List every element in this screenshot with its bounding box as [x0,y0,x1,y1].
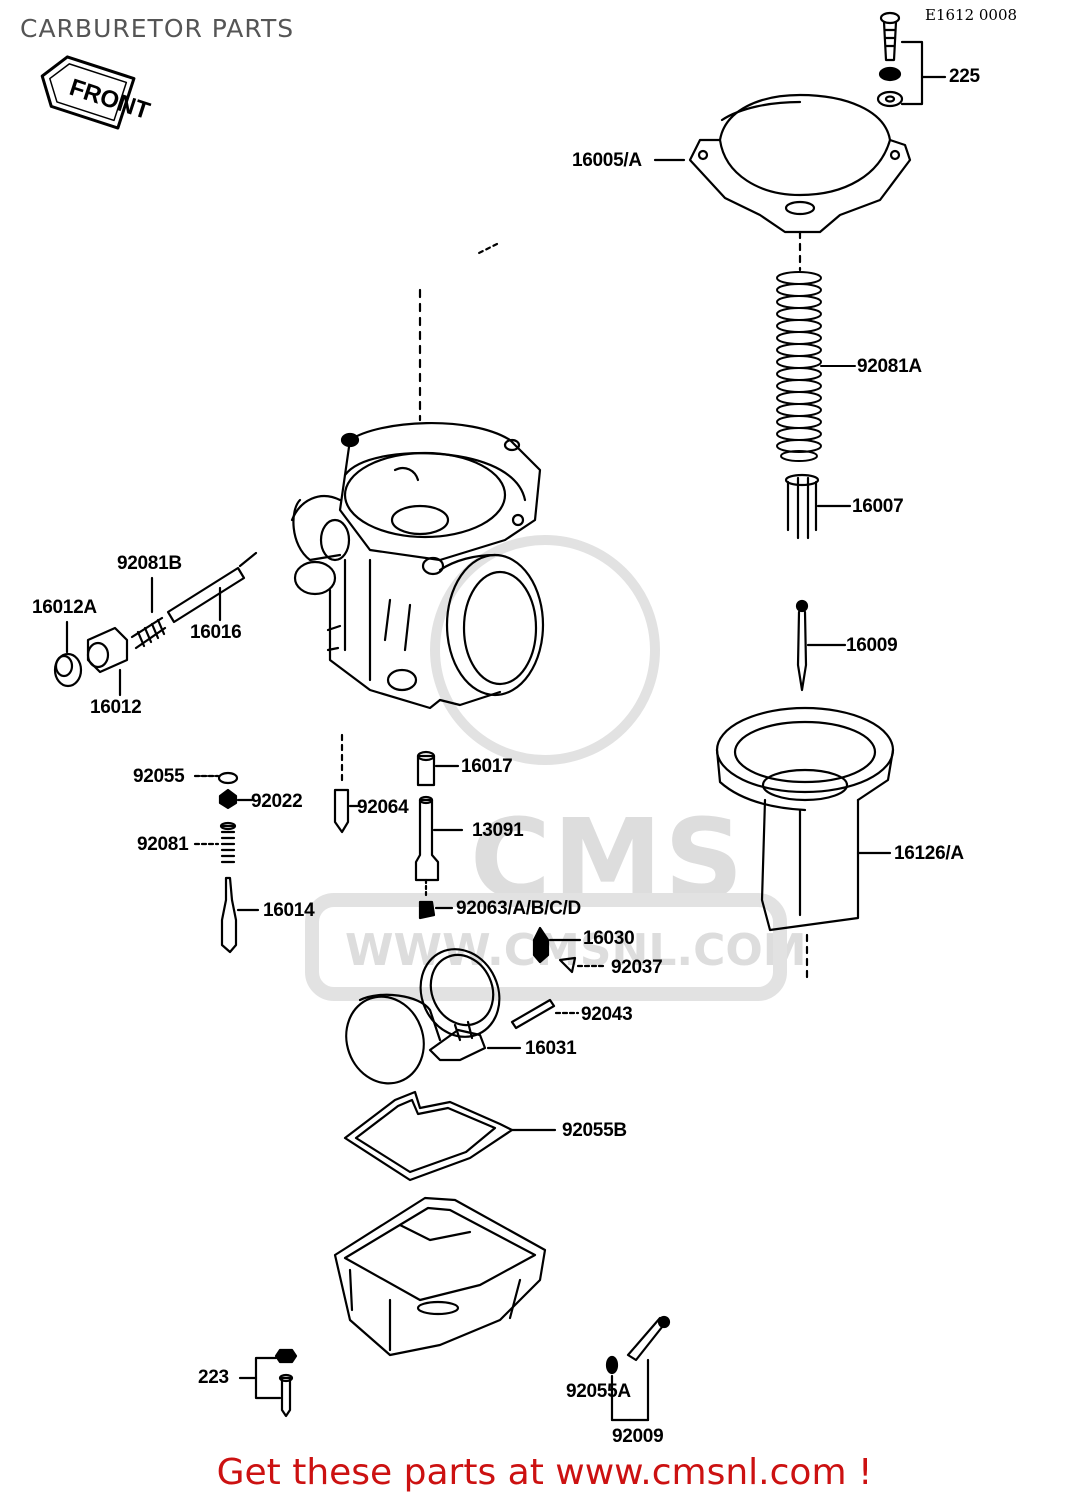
part-label-92055b[interactable]: 92055B [562,1120,627,1141]
part-label-225[interactable]: 225 [949,66,980,87]
front-arrow-icon: FRONT [34,51,153,135]
bowl-screws-icon [240,1350,296,1416]
spring-icon [777,272,855,461]
top-cover-icon [655,95,910,270]
carburetor-body-icon [292,423,543,708]
part-label-13091[interactable]: 13091 [472,820,524,841]
vacuum-piston-icon [717,708,893,980]
part-label-92081b[interactable]: 92081B [117,553,182,574]
diagram-code: E1612 0008 [925,6,1018,24]
footer-link[interactable]: Get these parts at www.cmsnl.com ! [216,1452,873,1493]
part-label-92055[interactable]: 92055 [133,766,185,787]
main-jet-assembly-icon [335,735,462,918]
float-bowl-icon [335,1198,545,1355]
needle-holder-icon [786,475,850,538]
pilot-jet-assembly-icon [195,773,258,952]
part-label-16009[interactable]: 16009 [846,635,898,656]
float-bowl-gasket-icon [345,1092,555,1180]
part-label-92081[interactable]: 92081 [137,834,189,855]
part-label-16016[interactable]: 16016 [190,622,242,643]
part-label-223[interactable]: 223 [198,1367,229,1388]
part-label-92063[interactable]: 92063/A/B/C/D [456,898,581,919]
watermark-badge [312,540,780,994]
part-label-92043[interactable]: 92043 [581,1004,633,1025]
watermark-url: WWW.CMSNL.COM [345,925,807,976]
drain-screw-icon [607,1317,669,1420]
part-label-92081a[interactable]: 92081A [857,356,922,377]
screw-225-icon [878,13,945,106]
part-label-16005a[interactable]: 16005/A [572,150,642,171]
part-label-92055a[interactable]: 92055A [566,1381,631,1402]
float-valve-icon [512,928,605,1028]
part-label-92009[interactable]: 92009 [612,1426,664,1447]
float-icon [334,936,520,1094]
part-label-16126a[interactable]: 16126/A [894,843,964,864]
pilot-screw-assembly-icon [55,553,256,695]
part-label-92037[interactable]: 92037 [611,957,663,978]
part-label-16031[interactable]: 16031 [525,1038,577,1059]
part-label-16017[interactable]: 16017 [461,756,513,777]
page-title: CARBURETOR PARTS [20,14,295,43]
part-label-16007[interactable]: 16007 [852,496,904,517]
part-label-16012a[interactable]: 16012A [32,597,97,618]
part-label-16030[interactable]: 16030 [583,928,635,949]
part-label-16014[interactable]: 16014 [263,900,315,921]
jet-needle-icon [797,601,845,690]
part-label-16012[interactable]: 16012 [90,697,142,718]
part-label-92064[interactable]: 92064 [357,797,409,818]
front-label: FRONT [66,74,153,125]
part-label-92022[interactable]: 92022 [251,791,303,812]
